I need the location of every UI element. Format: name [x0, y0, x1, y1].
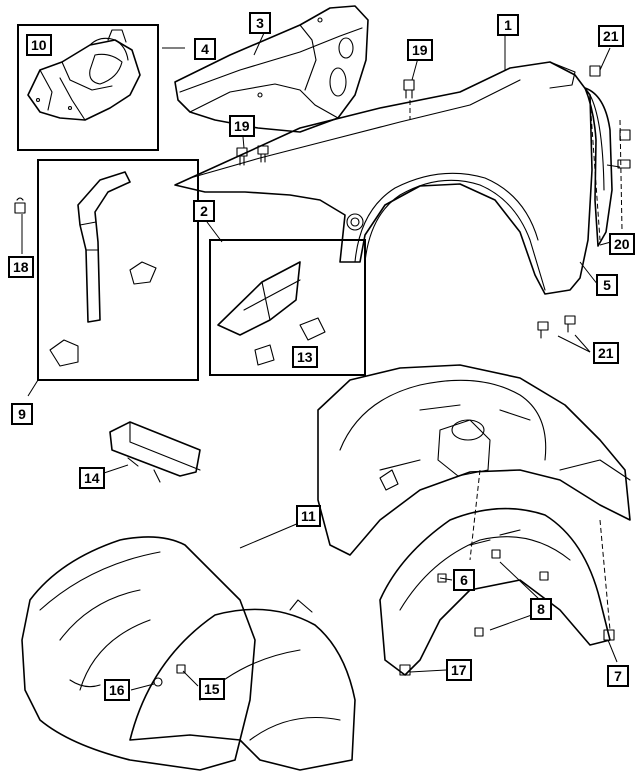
wheelhouse-liner-rear: [129, 599, 356, 771]
callout-9: 9: [11, 403, 33, 425]
callout-16: 16: [104, 679, 130, 701]
insulator-block-part: [109, 421, 201, 483]
front-fender-part: [174, 61, 593, 295]
push-pin-fasteners-top: [14, 65, 631, 339]
inset-frame-2: [209, 239, 366, 376]
callout-4: 4: [194, 38, 216, 60]
callout-7: 7: [607, 665, 629, 687]
inset-frame-10: [17, 24, 159, 151]
wheelhouse-liner-front: [21, 536, 256, 771]
inset-frame-9: [37, 159, 199, 381]
reinforcement-bracket-part: [49, 171, 157, 367]
callout-8: 8: [530, 598, 552, 620]
wheelhouse-liner-splash: [379, 507, 611, 676]
callout-20: 20: [609, 233, 635, 255]
callout-13: 13: [292, 346, 318, 368]
callout-6: 6: [453, 569, 475, 591]
callout-18: 18: [8, 256, 34, 278]
fender-seal-part: [584, 87, 613, 247]
dashed-reference-lines: [409, 99, 623, 631]
callout-15: 15: [199, 678, 225, 700]
callout-19b: 19: [229, 115, 255, 137]
fender-apron-part: [174, 5, 369, 133]
callout-1: 1: [497, 14, 519, 36]
leader-lines: [21, 29, 621, 691]
cowl-side-panel-part: [27, 29, 141, 121]
callout-2: 2: [193, 200, 215, 222]
callout-21b: 21: [593, 342, 619, 364]
callout-14: 14: [79, 467, 105, 489]
engine-bay-assembly: [317, 364, 631, 556]
callout-10: 10: [26, 34, 52, 56]
callout-21a: 21: [598, 25, 624, 47]
callout-17: 17: [446, 659, 472, 681]
callout-19a: 19: [407, 39, 433, 61]
cowl-bracket-part: [217, 261, 326, 366]
callout-5: 5: [596, 274, 618, 296]
callout-3: 3: [249, 12, 271, 34]
callout-11: 11: [296, 505, 321, 527]
liner-fasteners: [153, 549, 615, 687]
